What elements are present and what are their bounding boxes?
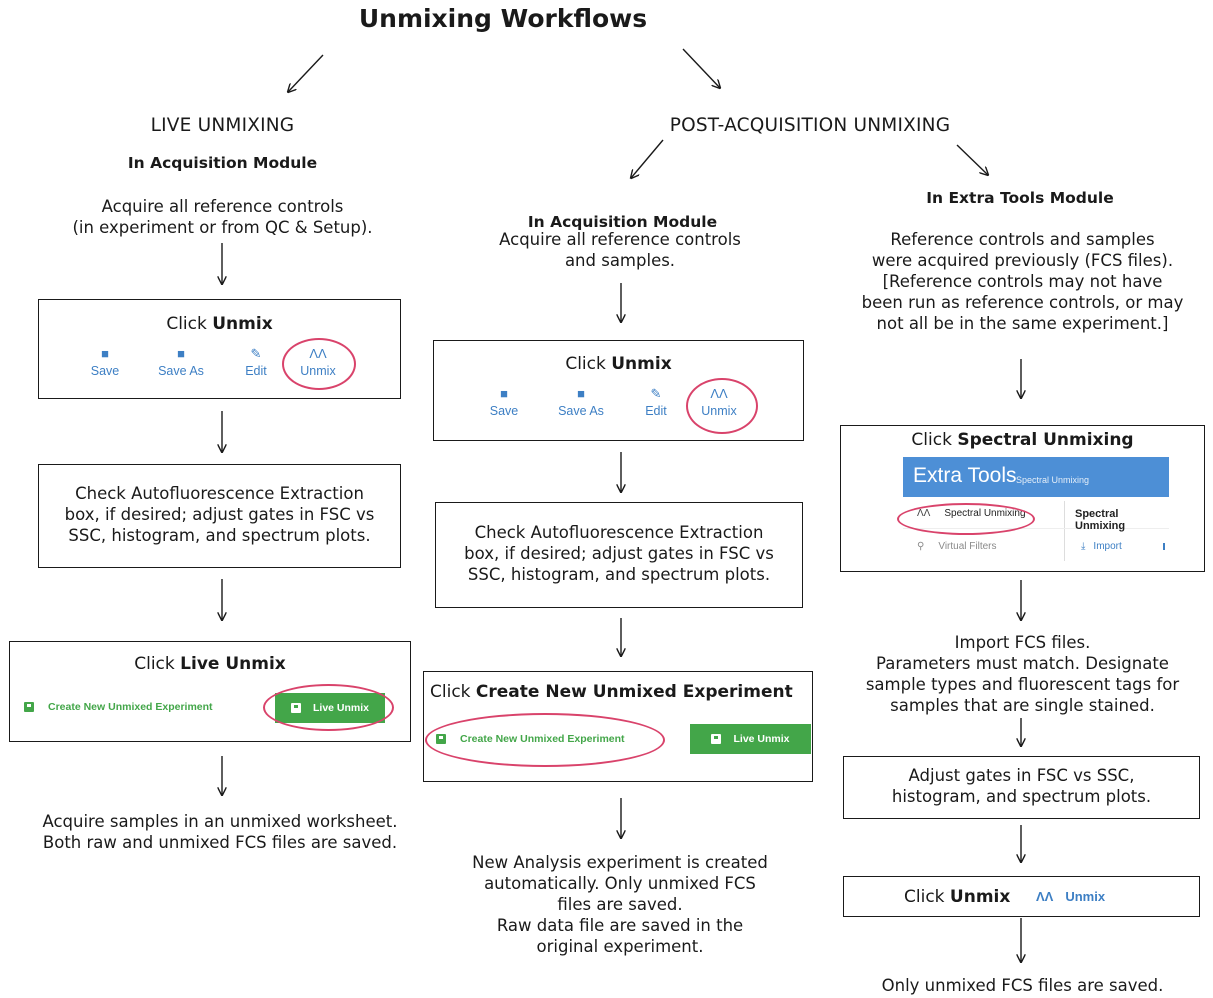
live-unmixing-heading: LIVE UNMIXING bbox=[150, 115, 295, 136]
save-icon: ■ bbox=[101, 346, 109, 361]
pencil-icon: ✎ bbox=[650, 386, 662, 401]
save-icon: ■ bbox=[500, 386, 508, 401]
save-icon: ■ bbox=[577, 386, 585, 401]
pencil-icon: ✎ bbox=[250, 346, 262, 361]
download-icon: ⤓ bbox=[1081, 541, 1086, 552]
live-unmix-highlight-ring bbox=[263, 684, 394, 731]
extra-step-import-files: Import FCS files. Parameters must match.… bbox=[865, 633, 1180, 715]
live-final-step: Acquire samples in an unmixed worksheet.… bbox=[42, 812, 398, 852]
post-toolbar-save-button[interactable]: ■Save bbox=[489, 386, 519, 419]
extra-tools-module-label: In Extra Tools Module bbox=[926, 189, 1114, 207]
post-step-acquire-controls: Acquire all reference controls and sampl… bbox=[499, 230, 741, 270]
extra-tools-header-bar: Extra Tools Spectral Unmixing bbox=[903, 457, 1169, 497]
unmix-icon: ΛΛ bbox=[1036, 889, 1054, 904]
live-unmix-highlight-ring bbox=[282, 338, 356, 390]
magnifier-icon: ⚲ bbox=[917, 541, 925, 552]
post-toolbar-save-as-button[interactable]: ■Save As bbox=[558, 386, 604, 419]
post-live-unmix-button[interactable]: Live Unmix bbox=[690, 724, 811, 754]
diagram-title: Unmixing Workflows bbox=[358, 4, 648, 33]
extra-tools-app-title: Extra Tools bbox=[913, 464, 1017, 487]
live-check-autofluorescence-box: Check Autofluorescence Extraction box, i… bbox=[38, 464, 401, 568]
extra-final-step: Only unmixed FCS files are saved. bbox=[881, 976, 1164, 995]
panel-header: Spectral Unmixing bbox=[1075, 508, 1126, 532]
post-check-autofluorescence-box: Check Autofluorescence Extraction box, i… bbox=[435, 502, 803, 608]
extra-tools-app-subtitle: Spectral Unmixing bbox=[1016, 475, 1090, 485]
live-toolbar-save-as-button[interactable]: ■Save As bbox=[158, 346, 204, 379]
post-unmix-highlight-ring bbox=[686, 378, 758, 434]
extra-adjust-gates-box: Adjust gates in FSC vs SSC, histogram, a… bbox=[843, 756, 1200, 819]
import-button[interactable]: ⤓Import bbox=[1081, 541, 1122, 552]
save-icon bbox=[24, 702, 34, 712]
save-icon bbox=[711, 734, 722, 744]
live-create-new-unmixed-experiment-link[interactable]: Create New Unmixed Experiment bbox=[24, 701, 213, 713]
post-acquisition-heading: POST-ACQUISITION UNMIXING bbox=[669, 115, 951, 136]
post-create-experiment-highlight-ring bbox=[425, 713, 665, 767]
post-toolbar-edit-button[interactable]: ✎Edit bbox=[645, 386, 667, 419]
live-step-acquire-controls: Acquire all reference controls (in exper… bbox=[72, 197, 373, 237]
sidebar-item-virtual-filters[interactable]: ⚲Virtual Filters bbox=[917, 541, 997, 552]
extra-step-previous-files: Reference controls and samples were acqu… bbox=[861, 230, 1184, 333]
post-final-step: New Analysis experiment is created autom… bbox=[472, 853, 768, 956]
save-icon: ■ bbox=[177, 346, 185, 361]
row-divider bbox=[903, 528, 1169, 529]
post-acquisition-module-label: In Acquisition Module bbox=[527, 213, 718, 231]
spectral-unmixing-highlight-ring bbox=[897, 503, 1035, 535]
live-acquisition-module-label: In Acquisition Module bbox=[127, 154, 318, 172]
live-toolbar-edit-button[interactable]: ✎Edit bbox=[245, 346, 267, 379]
panel-divider bbox=[1064, 501, 1065, 561]
live-toolbar-save-button[interactable]: ■Save bbox=[90, 346, 120, 379]
truncated-button-edge bbox=[1163, 543, 1165, 550]
